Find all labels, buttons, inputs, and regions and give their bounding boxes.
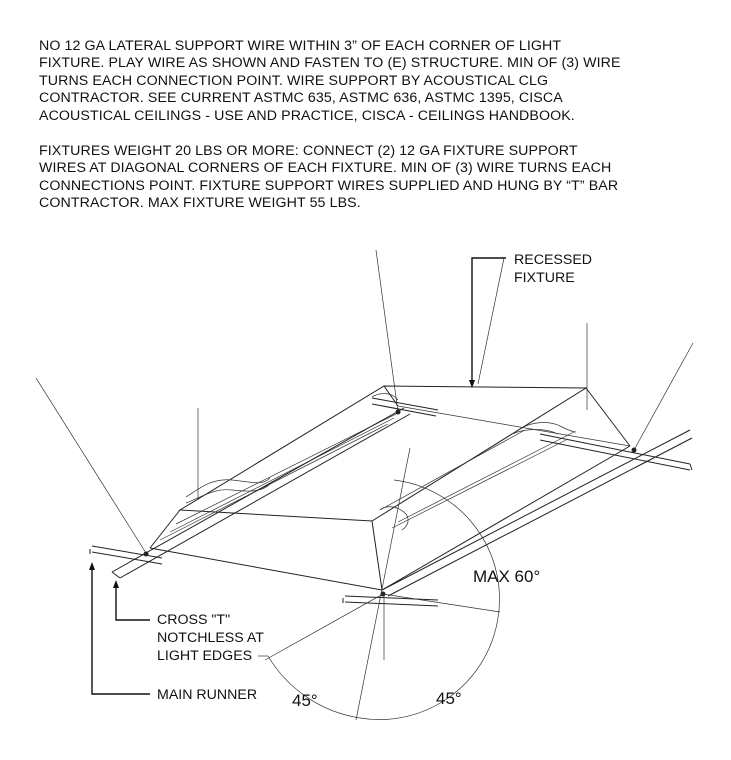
label-cross-t-line1: CROSS "T" <box>157 612 230 628</box>
ceiling-grid <box>89 397 693 607</box>
label-main-runner: MAIN RUNNER <box>157 687 257 703</box>
label-recessed-line1: RECESSED <box>514 252 592 268</box>
general-note-fixture-weight: FIXTURES WEIGHT 20 LBS OR MORE: CONNECT … <box>39 143 619 212</box>
general-note-support-wire: NO 12 GA LATERAL SUPPORT WIRE WITHIN 3” … <box>39 38 621 124</box>
label-cross-t-line3: LIGHT EDGES <box>157 648 252 664</box>
splay-wires <box>35 249 694 554</box>
label-max-angle: MAX 60° <box>473 567 540 586</box>
recessed-fixture-housing <box>149 323 631 591</box>
label-recessed-line2: FIXTURE <box>514 270 575 286</box>
label-angle-right: 45° <box>436 689 462 708</box>
label-angle-left: 45° <box>292 691 318 710</box>
angle-dimension-geometry <box>264 447 501 721</box>
label-cross-t-line2: NOTCHLESS AT <box>157 630 264 646</box>
callout-leaders <box>89 257 506 695</box>
